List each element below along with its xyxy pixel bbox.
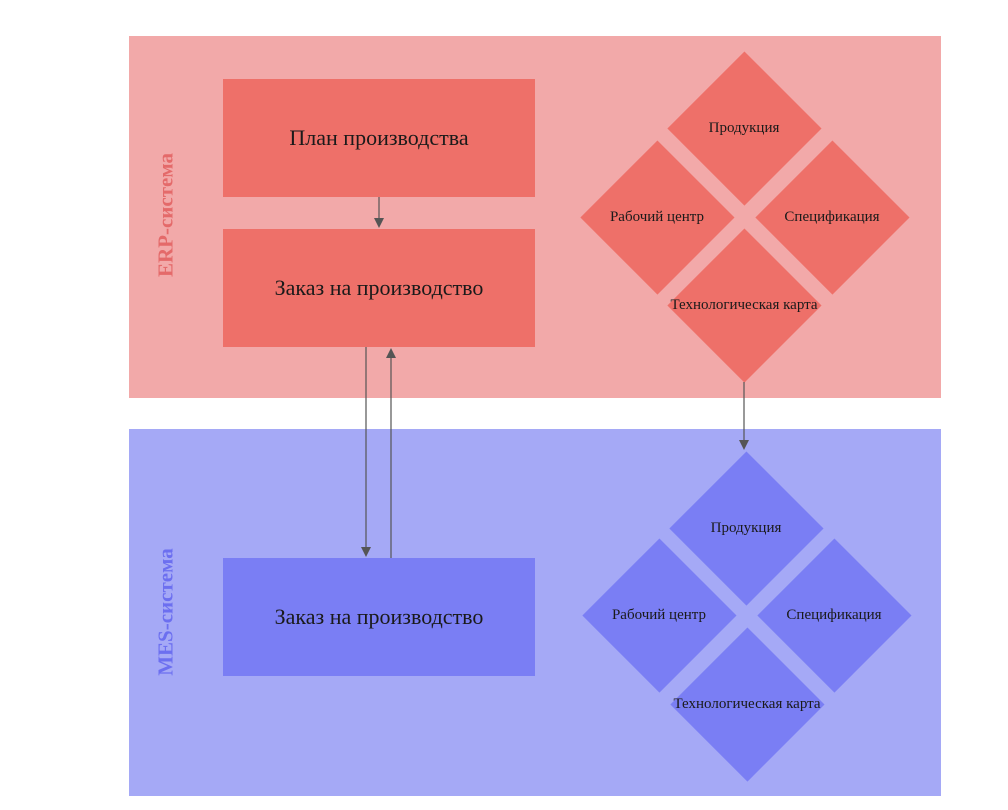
erp-production-order-box: Заказ на производство (223, 229, 535, 347)
mes-production-order-label: Заказ на производство (274, 604, 484, 629)
erp-specification-label: Спецификация (784, 209, 880, 225)
mes-work-center-label: Рабочий центр (611, 607, 707, 623)
erp-work-center-label: Рабочий центр (609, 209, 705, 225)
erp-work-center-diamond: Рабочий центр (580, 140, 734, 294)
mes-products-diamond: Продукция (669, 451, 823, 605)
erp-specification-diamond: Спецификация (755, 140, 909, 294)
erp-products-label: Продукция (708, 120, 780, 136)
erp-production-plan-label: План производства (289, 125, 469, 150)
mes-work-center-diamond: Рабочий центр (582, 538, 736, 692)
erp-production-order-label: Заказ на производство (274, 275, 484, 300)
erp-production-plan-box: План производства (223, 79, 535, 197)
mes-tech-card-diamond: Технологическая карта (670, 627, 824, 781)
mes-production-order-box: Заказ на производство (223, 558, 535, 676)
mes-products-label: Продукция (710, 520, 782, 536)
mes-specification-diamond: Спецификация (757, 538, 911, 692)
erp-products-diamond: Продукция (667, 51, 821, 205)
erp-tech-card-diamond: Технологическая карта (667, 228, 821, 382)
mes-specification-label: Спецификация (786, 607, 882, 623)
erp-tech-card-label: Технологическая карта (670, 297, 818, 313)
mes-tech-card-label: Технологическая карта (673, 696, 821, 712)
